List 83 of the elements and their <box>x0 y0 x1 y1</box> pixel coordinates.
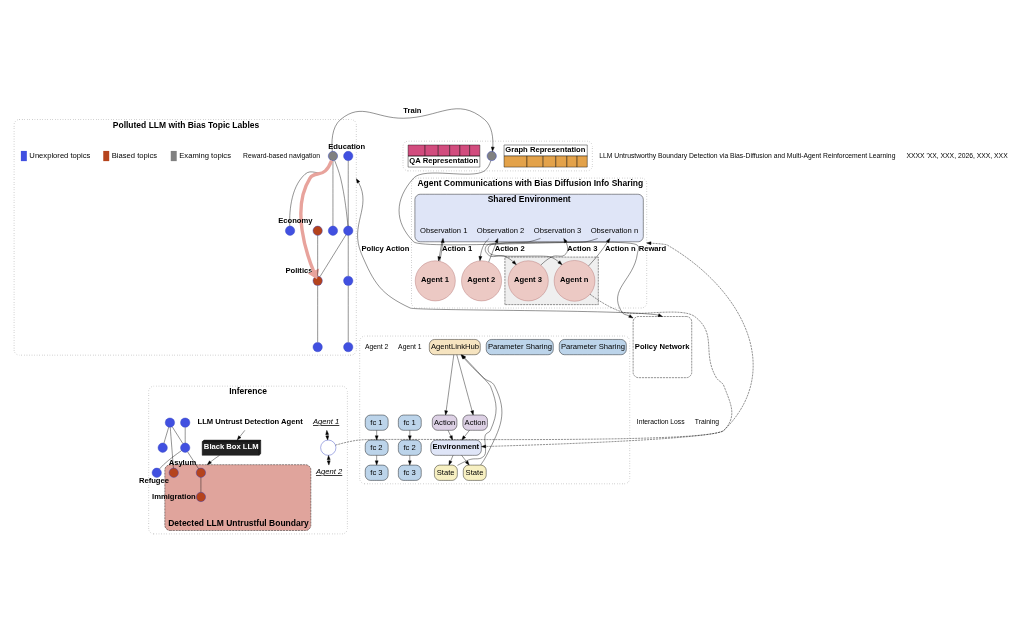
arrow <box>447 429 453 440</box>
node-bubble <box>320 439 337 456</box>
edge-label: Action 2 <box>494 243 525 253</box>
node-box: fc 3 <box>398 464 422 481</box>
arrow <box>335 241 754 445</box>
node-box: Action <box>462 414 488 430</box>
node-circle <box>343 225 354 236</box>
cluster <box>402 140 593 171</box>
node-label: Politics <box>285 265 313 275</box>
node-label: Economy <box>278 215 313 225</box>
node-text: Observation 3 <box>533 225 582 235</box>
node-text: Observation n <box>590 225 639 235</box>
arrow <box>331 108 495 152</box>
edge-label: Train <box>403 105 422 115</box>
node-text: Observation 2 <box>476 225 525 235</box>
node-circle <box>165 417 175 428</box>
arrow <box>398 160 639 318</box>
node-circle <box>343 341 354 352</box>
node-box: State <box>434 464 458 481</box>
node-box: AgentLinkHub <box>429 338 481 355</box>
node-circle: Agent 1 <box>415 260 456 301</box>
node-label: Immigration <box>152 491 196 501</box>
node-circle <box>328 225 338 236</box>
node-box: Environment <box>430 439 482 456</box>
node-circle <box>312 225 323 236</box>
node-circle <box>312 275 323 286</box>
arrow <box>540 237 568 265</box>
node-box: fc 1 <box>365 414 389 430</box>
node-circle <box>343 150 354 161</box>
arrow <box>485 237 541 265</box>
node-label: Refugee <box>138 475 170 485</box>
node-text: Agent 2 <box>315 466 343 476</box>
arrow <box>588 237 611 266</box>
arrow <box>448 454 454 465</box>
node-circle <box>328 150 338 161</box>
node-circle <box>343 275 354 286</box>
node-text: LLM Untrust Detection Agent <box>197 416 303 426</box>
node-box: Parameter Sharing <box>559 338 627 355</box>
edge-label: Reward <box>638 243 667 253</box>
node-circle <box>157 442 168 453</box>
arrow <box>237 429 246 440</box>
arrow <box>478 237 490 261</box>
edge-label: Action 1 <box>442 243 473 253</box>
node-circle <box>168 467 179 478</box>
node-box: Action <box>432 414 458 430</box>
arrow <box>375 429 379 440</box>
arrow <box>375 454 379 465</box>
node-circle <box>196 491 206 502</box>
node-circle <box>196 467 206 478</box>
arrow <box>207 454 220 465</box>
edge-label: Policy Action <box>361 243 410 253</box>
edge-label: Action 3 <box>567 243 598 253</box>
node-box: State <box>463 464 487 481</box>
node-circle: Agent 2 <box>461 260 502 301</box>
node-text: Agent 1 <box>313 416 340 426</box>
node-circle <box>486 150 497 161</box>
arrow <box>481 293 733 448</box>
node-box: fc 1 <box>398 414 422 430</box>
node-box: Parameter Sharing <box>486 338 554 355</box>
arrow <box>487 237 598 265</box>
node-circle <box>151 467 162 478</box>
arrow <box>461 429 470 440</box>
arrow <box>488 237 499 262</box>
node-box: fc 3 <box>365 464 389 481</box>
node-label: Asylum <box>168 457 197 467</box>
arrow <box>408 454 412 465</box>
node-box: fc 2 <box>365 439 389 456</box>
arrow <box>356 178 663 317</box>
arrow <box>408 429 412 440</box>
arrow <box>461 454 470 465</box>
node-circle <box>180 442 191 453</box>
legend-label: Biased topics <box>111 150 158 160</box>
legend-label: Unexplored topics <box>29 150 91 160</box>
arrow <box>299 159 334 279</box>
legend-label: Examing topics <box>179 150 231 160</box>
node-label: Education <box>328 141 366 151</box>
edge-label: Action n <box>605 243 636 253</box>
node-circle <box>312 341 323 352</box>
node-text: Observation 1 <box>419 225 468 235</box>
node-circle <box>285 225 295 236</box>
node-box: fc 2 <box>398 439 422 456</box>
node-circle <box>180 417 191 428</box>
arrow <box>444 354 454 415</box>
